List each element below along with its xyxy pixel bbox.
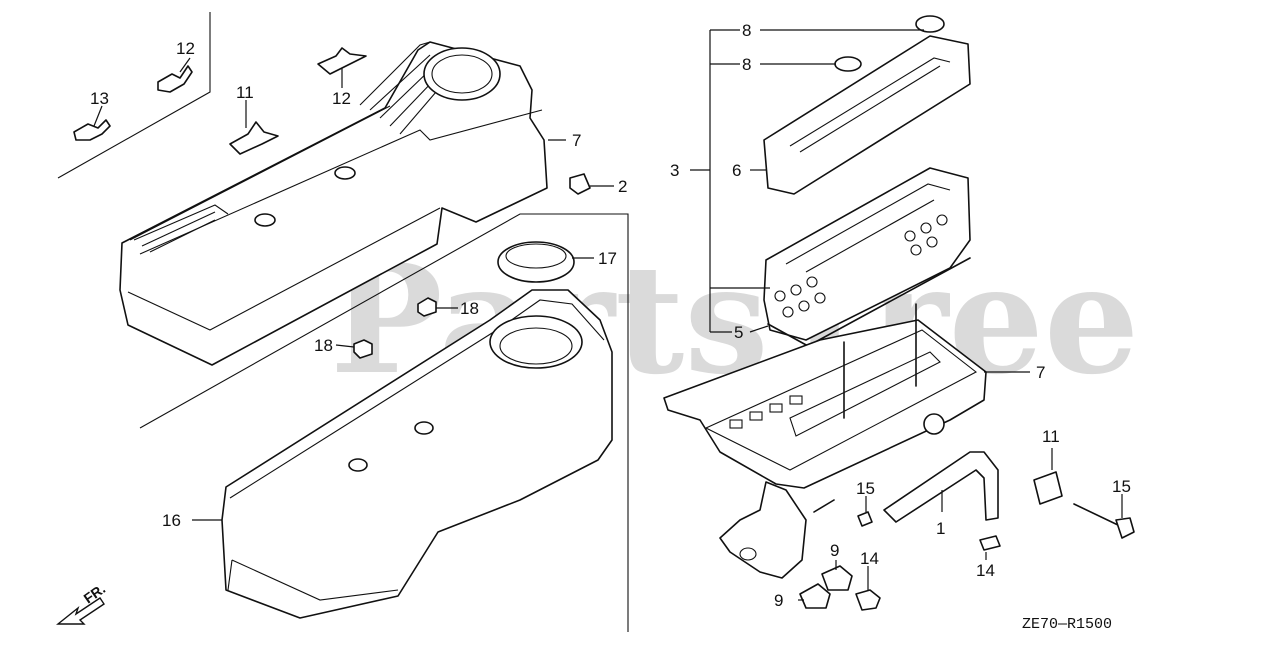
leader-lines	[93, 29, 1123, 601]
callout-3: 3	[670, 161, 679, 180]
callout-8-lower: 8	[742, 55, 751, 74]
front-label: FR.	[81, 580, 109, 606]
callout-11-right: 12	[332, 89, 351, 108]
drawing-code: ZE70—R1500	[1022, 616, 1112, 633]
callout-14-lower: 14	[976, 561, 995, 580]
air-cleaner-assembly-drawing	[663, 15, 1135, 611]
callout-labels: 8 8 3 6 5 7 7 7 2 17 18 18 16 12 13 11 1…	[90, 21, 1131, 610]
callout-6: 7	[1036, 363, 1045, 382]
callout-11-left: 11	[236, 83, 254, 102]
callout-5: 6	[732, 161, 741, 180]
callout-8-top: 8	[742, 21, 751, 40]
callout-12-top: 12	[176, 39, 195, 58]
callout-18-right: 18	[460, 299, 479, 318]
callout-9-right: 9	[830, 541, 839, 560]
callout-4: 5	[734, 323, 743, 342]
callout-9-left: 9	[774, 591, 783, 610]
callout-13: 14	[860, 549, 879, 568]
callout-10: 11	[1042, 427, 1060, 446]
divider-lines	[57, 12, 629, 632]
callout-14-top: 15	[856, 479, 875, 498]
callout-1: 1	[936, 519, 945, 538]
front-arrow-icon	[56, 597, 105, 625]
callout-12-left: 13	[90, 89, 109, 108]
callout-2: 2	[618, 177, 627, 196]
lower-cover-drawing	[221, 289, 613, 619]
callout-7-label: 7	[572, 131, 581, 150]
upper-cover-drawing	[119, 41, 548, 366]
small-parts-left	[73, 47, 591, 359]
front-direction-marker: FR.	[56, 580, 109, 625]
callout-16: 16	[162, 511, 181, 530]
callout-15-label: 15	[1112, 477, 1131, 496]
callout-18-left: 18	[314, 336, 333, 355]
callout-17: 17	[598, 249, 617, 268]
